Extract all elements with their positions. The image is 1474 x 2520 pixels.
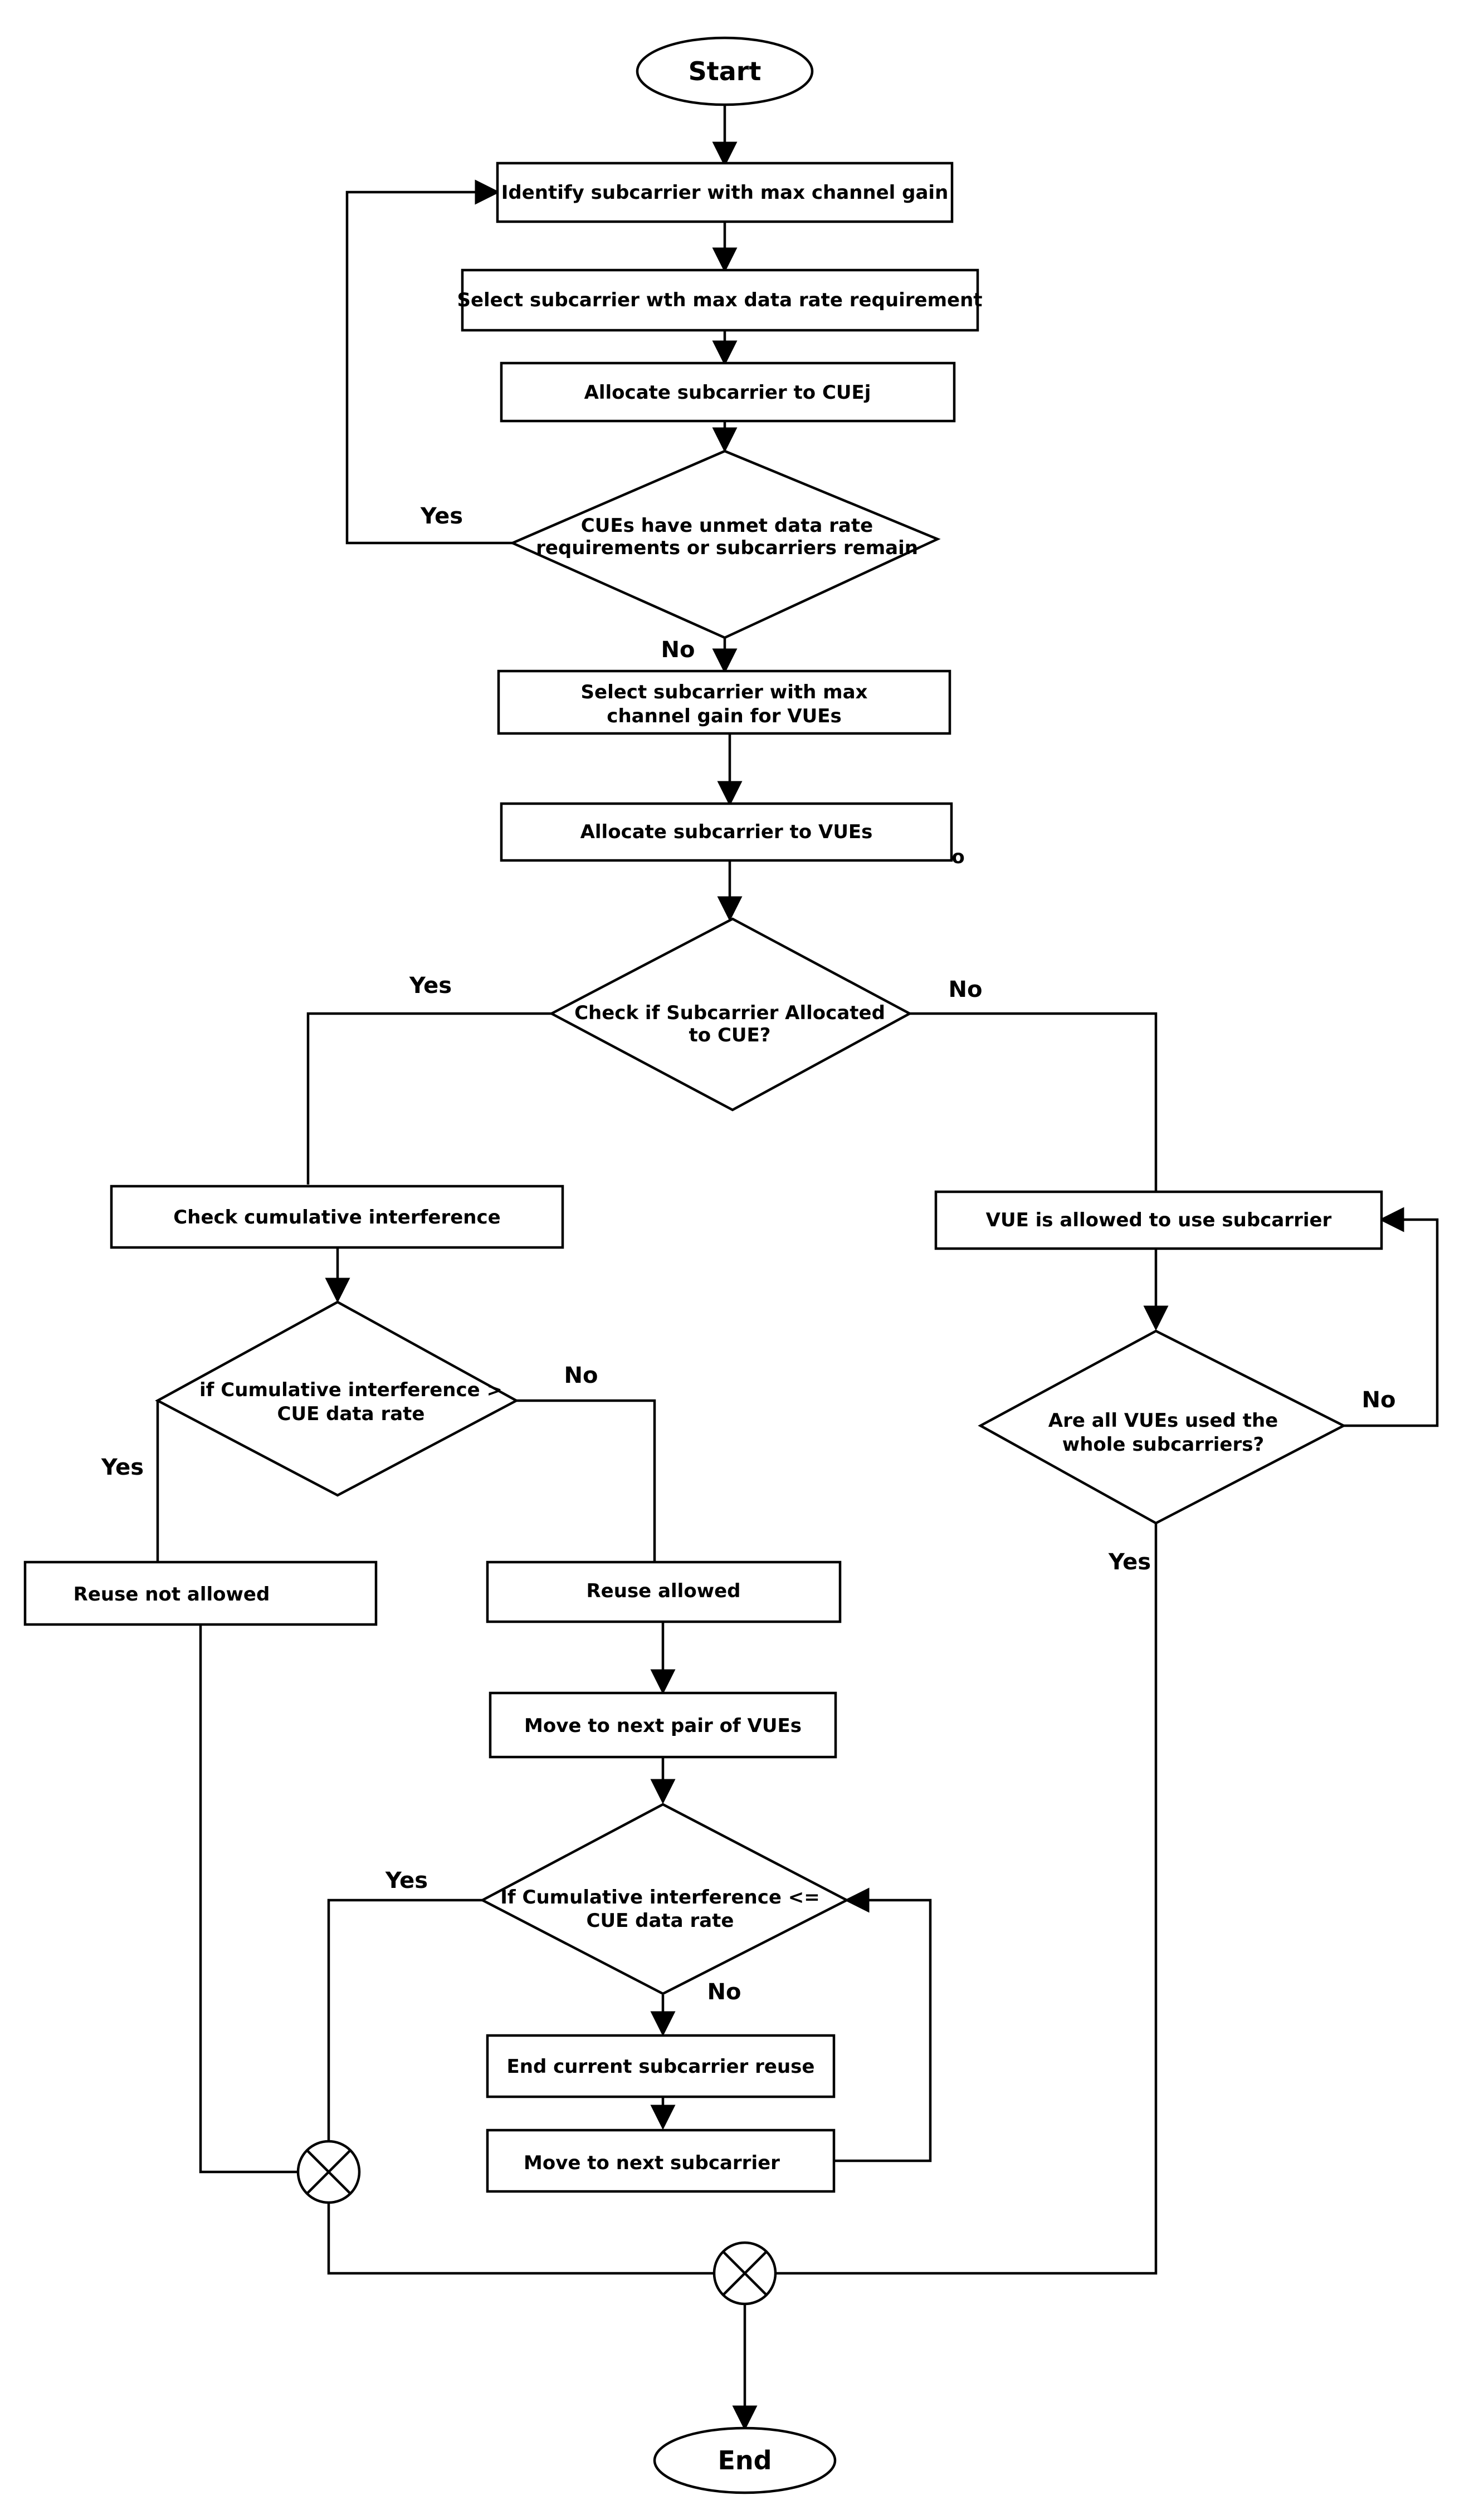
edge-label-no-after-cue-check: No bbox=[661, 637, 695, 663]
svg-text:Reuse not allowed: Reuse not allowed bbox=[74, 1583, 270, 1606]
process-end-current-reuse: End current subcarrier reuse bbox=[486, 2034, 836, 2098]
process-select-for-vue: Select subcarrier with max channel gain … bbox=[497, 669, 951, 735]
loop-next-subcarrier-to-decision bbox=[834, 1887, 932, 2162]
line-no-to-reuse-allowed bbox=[516, 1399, 656, 1562]
svg-text:to CUE?: to CUE? bbox=[689, 1024, 771, 1046]
process-reuse-not-allowed: Reuse not allowed bbox=[23, 1560, 378, 1626]
svg-text:VUE is allowed to use subcarri: VUE is allowed to use subcarrier bbox=[986, 1209, 1332, 1231]
merge-junction-bottom bbox=[712, 2241, 777, 2306]
process-move-next-subcarrier: Move to next subcarrier bbox=[486, 2128, 836, 2193]
end-terminal: End bbox=[653, 2426, 837, 2494]
line-reuse-not-allowed-to-merge-left bbox=[199, 1625, 298, 2174]
edge-label-yes-interference-gt: Yes bbox=[101, 1455, 144, 1480]
decision-cue-unmet: CUEs have unmet data rate requirements o… bbox=[509, 449, 941, 639]
edge-label-yes-all-vues: Yes bbox=[1108, 1549, 1151, 1575]
svg-text:channel gain for VUEs: channel gain for VUEs bbox=[607, 705, 841, 727]
line-no-to-vue-allowed bbox=[910, 1012, 1158, 1192]
edge-label-no-all-vues: No bbox=[1362, 1387, 1396, 1413]
decision-interference-le: If Cumulative interference <= CUE data r… bbox=[480, 1803, 850, 1995]
svg-text:CUE data rate: CUE data rate bbox=[277, 1403, 425, 1425]
process-vue-allowed: VUE is allowed to use subcarrier bbox=[934, 1190, 1383, 1250]
process-allocate-to-vue: Allocate subcarrier to VUEs bbox=[500, 802, 953, 862]
svg-text:Reuse allowed: Reuse allowed bbox=[587, 1580, 741, 1602]
process-move-next-pair: Move to next pair of VUEs bbox=[489, 1691, 837, 1759]
edge-label-no-interference-gt: No bbox=[564, 1363, 598, 1388]
svg-text:requirements or subcarriers re: requirements or subcarriers remain bbox=[536, 537, 918, 559]
edge-label-yes-loop-top: Yes bbox=[420, 503, 463, 529]
process-select-max-rate: Select subcarrier wth max data rate requ… bbox=[457, 268, 983, 332]
svg-text:Select subcarrier with max: Select subcarrier with max bbox=[581, 681, 868, 703]
edge-label-no-allocated: No bbox=[949, 977, 983, 1002]
start-label: Start bbox=[689, 56, 762, 86]
process-identify-max-gain: Identify subcarrier with max channel gai… bbox=[496, 162, 954, 223]
end-label: End bbox=[718, 2445, 772, 2475]
connectors bbox=[156, 100, 1439, 2431]
process-allocate-to-cue: Allocate subcarrier to CUEj bbox=[500, 361, 956, 423]
svg-text:Allocate subcarrier to CUEj: Allocate subcarrier to CUEj bbox=[584, 381, 871, 404]
svg-text:whole subcarriers?: whole subcarriers? bbox=[1062, 1433, 1264, 1456]
loop-no-to-vue-allowed bbox=[1344, 1207, 1439, 1427]
svg-text:If Cumulative interference <=: If Cumulative interference <= bbox=[500, 1886, 819, 1909]
svg-text:CUEs have unmet data rate: CUEs have unmet data rate bbox=[581, 515, 873, 537]
line-yes-to-check-cumulative bbox=[306, 1012, 551, 1185]
svg-text:if Cumulative interference >: if Cumulative interference > bbox=[199, 1379, 502, 1401]
merge-junction-left bbox=[296, 2140, 361, 2204]
loop-yes-to-identify bbox=[345, 179, 513, 545]
process-check-cumulative: Check cumulative interference bbox=[110, 1185, 564, 1249]
svg-text:Check cumulative interference: Check cumulative interference bbox=[173, 1206, 500, 1229]
svg-text:Move to next subcarrier: Move to next subcarrier bbox=[524, 2152, 780, 2174]
svg-text:Allocate subcarrier to VUEs: Allocate subcarrier to VUEs bbox=[580, 821, 873, 843]
edge-label-yes-interference-le: Yes bbox=[385, 1868, 428, 1893]
svg-text:Move to next pair of VUEs: Move to next pair of VUEs bbox=[524, 1715, 802, 1737]
edge-label-yes-allocated: Yes bbox=[409, 973, 452, 999]
stray-mark: o bbox=[951, 846, 964, 868]
svg-text:CUE data rate: CUE data rate bbox=[587, 1910, 734, 1932]
process-reuse-allowed: Reuse allowed bbox=[486, 1560, 842, 1623]
decision-allocated-to-cue: Check if Subcarrier Allocated to CUE? bbox=[549, 917, 912, 1112]
line-yes-to-merge-left bbox=[327, 1898, 482, 2141]
svg-text:Are all VUEs used the: Are all VUEs used the bbox=[1048, 1410, 1278, 1432]
svg-text:Select subcarrier wth max data: Select subcarrier wth max data rate requ… bbox=[457, 289, 982, 311]
svg-text:End current subcarrier reuse: End current subcarrier reuse bbox=[507, 2056, 815, 2078]
decision-interference-gt: if Cumulative interference > CUE data ra… bbox=[155, 1300, 519, 1497]
line-all-vues-yes-to-merge-bottom bbox=[775, 1523, 1158, 2275]
line-merge-left-to-merge-bottom bbox=[327, 2203, 714, 2275]
svg-text:Identify subcarrier with max c: Identify subcarrier with max channel gai… bbox=[501, 182, 949, 204]
svg-text:Check if Subcarrier Allocated: Check if Subcarrier Allocated bbox=[574, 1002, 885, 1024]
edge-label-no-interference-le: No bbox=[707, 1979, 741, 2005]
decision-all-vues-used: Are all VUEs used the whole subcarriers? bbox=[978, 1329, 1346, 1525]
start-terminal: Start bbox=[636, 36, 814, 106]
